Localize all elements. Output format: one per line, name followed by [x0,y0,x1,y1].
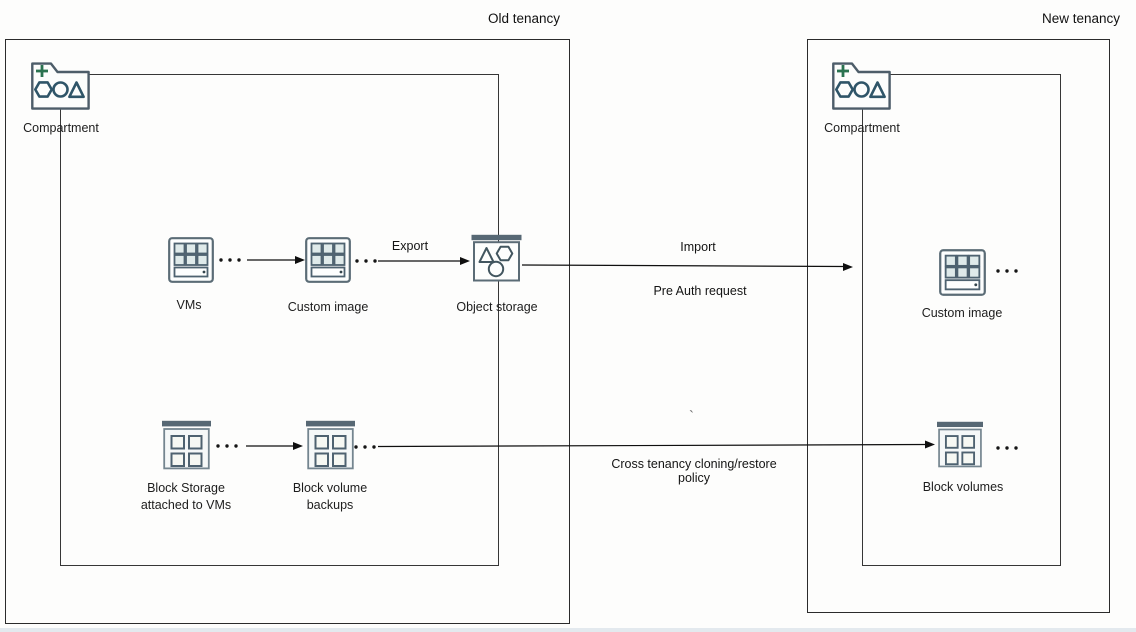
triangle-shape [68,81,85,99]
new-tenancy-title: New tenancy [1041,11,1120,26]
cross-tenancy-label-line1: Cross tenancy cloning/restore [611,457,777,471]
block-storage-label-line1: Block Storage [147,481,225,495]
custom-image-icon [305,237,351,283]
block-volumes-label: Block volumes [922,480,1004,494]
new-tenancy-box [807,39,1110,613]
new-compartment-label: Compartment [824,121,900,135]
new-custom-image-label: Custom image [921,306,1003,320]
export-edge-label: Export [391,239,429,253]
compartment-icon [832,62,891,110]
plus-icon [837,65,849,77]
block-volume-backups-label-line2: backups [306,497,354,512]
pre-auth-edge-label: Pre Auth request [653,284,747,298]
hexagon-shape [34,81,54,98]
triangle-shape [869,81,886,99]
triangle-shape [478,247,495,263]
old-tenancy-title: Old tenancy [487,11,560,26]
block-volume-backups-label: Block volume backups [280,480,380,514]
cross-tenancy-edge-label: Cross tenancy cloning/restore policy [594,457,794,485]
block-volume-backups-label-line1: Block volume [292,481,368,495]
vms-icon [168,237,214,283]
plus-icon [36,65,48,77]
old-tenancy-box [5,39,570,624]
object-storage-label: Object storage [456,300,538,314]
old-compartment-label: Compartment [23,121,99,135]
old-compartment-box [60,74,499,566]
connector-import [521,264,845,268]
block-storage-label: Block Storage attached to VMs [136,480,236,514]
hexagon-shape [835,81,855,98]
block-storage-icon [162,420,211,470]
custom-image-label: Custom image [287,300,369,314]
circle-shape [52,81,69,98]
block-volume-backups-icon [306,420,355,470]
cross-tenancy-label-line2: policy [678,471,710,485]
vms-label: VMs [176,298,202,312]
circle-shape [487,260,505,278]
stray-tick-mark: ` [689,408,694,425]
import-edge-label: Import [680,240,716,254]
block-volumes-icon [937,421,983,468]
new-compartment-box [862,74,1061,566]
circle-shape [853,81,870,98]
window-bottom-edge [0,628,1136,632]
custom-image-icon [939,249,986,296]
object-storage-icon [471,234,522,282]
block-storage-label-line2: attached to VMs [140,497,232,512]
compartment-icon [31,62,90,110]
hexagon-shape [495,245,514,262]
